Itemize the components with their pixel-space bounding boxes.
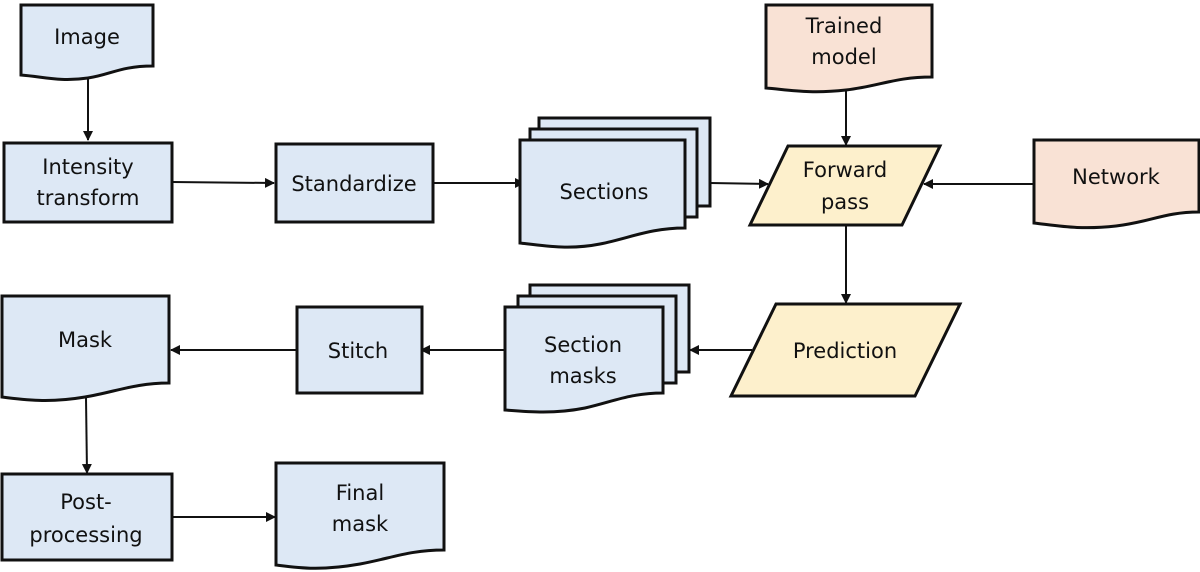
node-forward-pass: Forward pass [747, 144, 943, 227]
node-mask: Mask [0, 294, 171, 402]
node-standardize: Standardize [274, 142, 435, 224]
node-section-masks-label-1: Section [544, 333, 622, 357]
node-intensity-transform: Intensity transform [2, 141, 174, 224]
node-intensity-transform-label-1: Intensity [42, 155, 133, 179]
node-image-label: Image [54, 25, 120, 49]
node-post-processing-label-1: Post- [60, 490, 112, 514]
node-prediction-label: Prediction [793, 339, 897, 363]
node-intensity-transform-label-2: transform [37, 186, 140, 210]
node-forward-pass-label-1: Forward [803, 158, 887, 182]
edge-intensity-to-standardize [171, 177, 275, 188]
node-stitch-label: Stitch [328, 339, 389, 363]
node-final-mask-label-1: Final [336, 481, 384, 505]
node-trained-model-label-2: model [811, 45, 876, 69]
node-sections-label: Sections [560, 180, 649, 204]
node-trained-model: Trained model [764, 3, 934, 94]
node-standardize-label: Standardize [291, 172, 416, 196]
edges [81, 78, 1033, 522]
node-prediction: Prediction [728, 302, 963, 398]
node-final-mask: Final mask [274, 461, 446, 570]
node-post-processing: Post- processing [0, 472, 174, 562]
node-stitch: Stitch [295, 305, 424, 395]
node-post-processing-label-2: processing [29, 523, 142, 547]
node-network-label: Network [1072, 165, 1161, 189]
node-section-masks: Section masks [503, 283, 691, 414]
node-section-masks-label-2: masks [549, 364, 616, 388]
node-final-mask-label-2: mask [332, 512, 389, 536]
edge-mask-to-post [81, 397, 92, 474]
node-image: Image [19, 3, 155, 81]
node-sections: Sections [518, 116, 712, 249]
node-mask-label: Mask [58, 328, 113, 352]
node-forward-pass-label-2: pass [821, 190, 869, 214]
node-trained-model-label-1: Trained [805, 14, 883, 38]
node-network: Network [1032, 138, 1200, 230]
edge-sections-to-forward [709, 178, 769, 189]
